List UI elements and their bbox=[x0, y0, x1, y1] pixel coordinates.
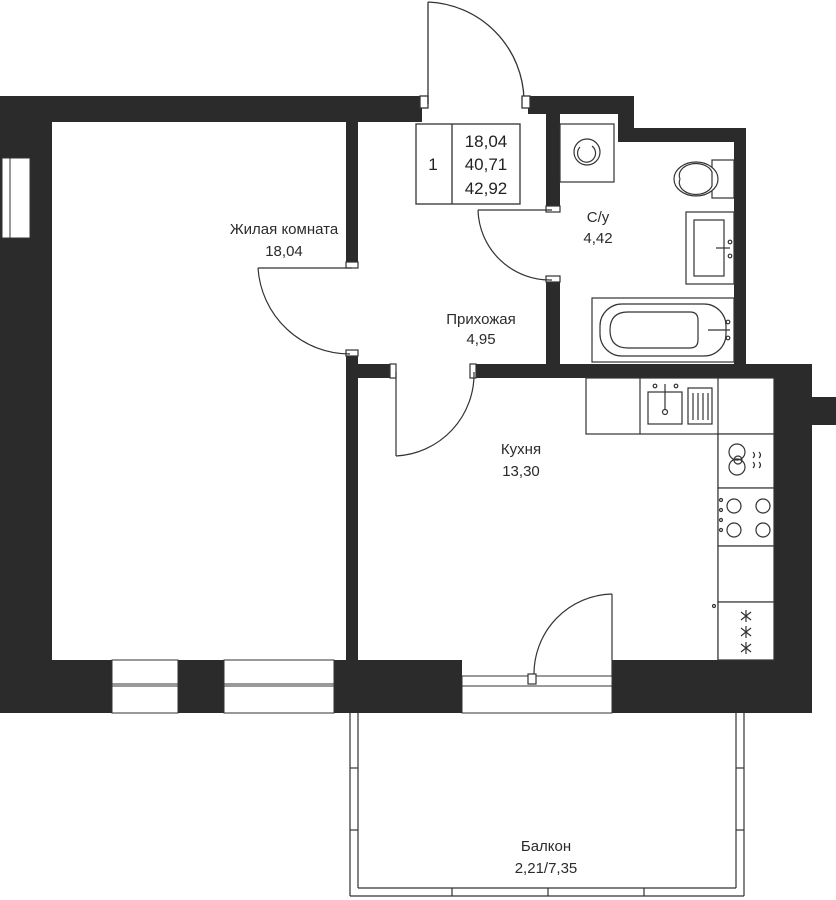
walls bbox=[0, 96, 836, 713]
area-summary: 1 18,04 40,71 42,92 bbox=[415, 123, 521, 205]
hallway-name: Прихожая bbox=[446, 311, 516, 328]
bathroom-fixtures bbox=[559, 123, 735, 363]
room-labels: Жилая комната 18,04 С/у 4,42 Прихожая 4,… bbox=[230, 209, 613, 877]
kitchen-name: Кухня bbox=[501, 441, 541, 458]
balcony-area: 2,21/7,35 bbox=[515, 860, 578, 877]
stove-icon bbox=[718, 497, 771, 538]
total-area-balcony-value: 42,92 bbox=[465, 179, 508, 198]
kitchen-fixtures bbox=[585, 377, 775, 661]
balcony bbox=[349, 713, 745, 897]
rooms-count: 1 bbox=[428, 155, 437, 174]
freezer-icon bbox=[711, 603, 752, 654]
kitchen-area: 13,30 bbox=[502, 463, 540, 480]
toilet-icon bbox=[673, 159, 735, 199]
living-room-name: Жилая комната bbox=[230, 221, 339, 238]
interior-doors bbox=[257, 205, 613, 685]
bathroom-name: С/у bbox=[587, 209, 610, 226]
bathtub-icon bbox=[591, 297, 735, 363]
windows bbox=[0, 157, 613, 714]
washing-machine-icon bbox=[559, 123, 615, 183]
boiler-icon bbox=[728, 443, 762, 476]
hallway-area: 4,95 bbox=[466, 331, 495, 348]
total-area-value: 40,71 bbox=[465, 155, 508, 174]
living-area-value: 18,04 bbox=[465, 132, 508, 151]
bathroom-area: 4,42 bbox=[583, 230, 612, 247]
entrance-door bbox=[419, 1, 531, 109]
sink-icon bbox=[685, 211, 735, 285]
kitchen-sink-icon bbox=[647, 383, 713, 425]
balcony-name: Балкон bbox=[521, 838, 571, 855]
living-room-area: 18,04 bbox=[265, 243, 303, 260]
